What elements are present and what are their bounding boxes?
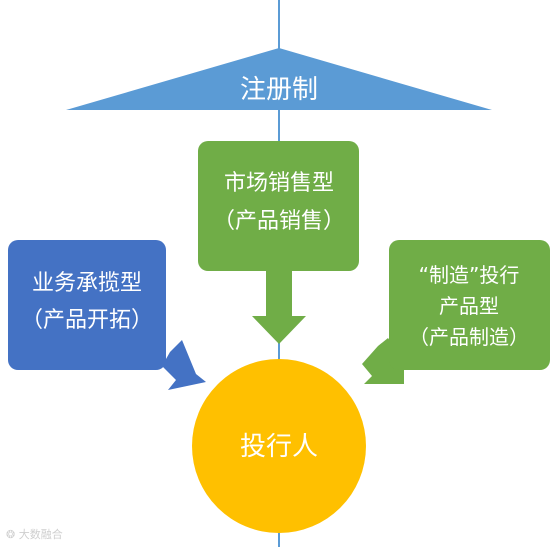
market-sales-subtitle: （产品销售） xyxy=(213,209,345,234)
business-undertaking-subtitle: （产品开拓） xyxy=(21,308,153,333)
manufacturing-box xyxy=(389,240,550,370)
manufacturing-type: 产品型 xyxy=(439,294,499,318)
watermark: ❂ 大数融合 xyxy=(6,526,63,542)
manufacturing-subtitle: （产品制造） xyxy=(409,325,529,349)
watermark-icon: ❂ xyxy=(6,528,19,541)
watermark-text: 大数融合 xyxy=(18,528,63,541)
market-sales-box xyxy=(198,141,359,271)
investment-banker-circle xyxy=(192,359,366,533)
business-undertaking-title: 业务承揽型 xyxy=(32,271,142,296)
registration-system-label: 注册制 xyxy=(240,75,318,105)
market-sales-title: 市场销售型 xyxy=(224,171,334,196)
investment-banker-label: 投行人 xyxy=(240,432,318,462)
registration-system-triangle xyxy=(66,48,492,110)
left-arrow xyxy=(162,340,206,390)
center-arrow xyxy=(252,270,306,344)
business-undertaking-box xyxy=(8,240,166,370)
manufacturing-title: “制造”投行 xyxy=(419,263,520,287)
